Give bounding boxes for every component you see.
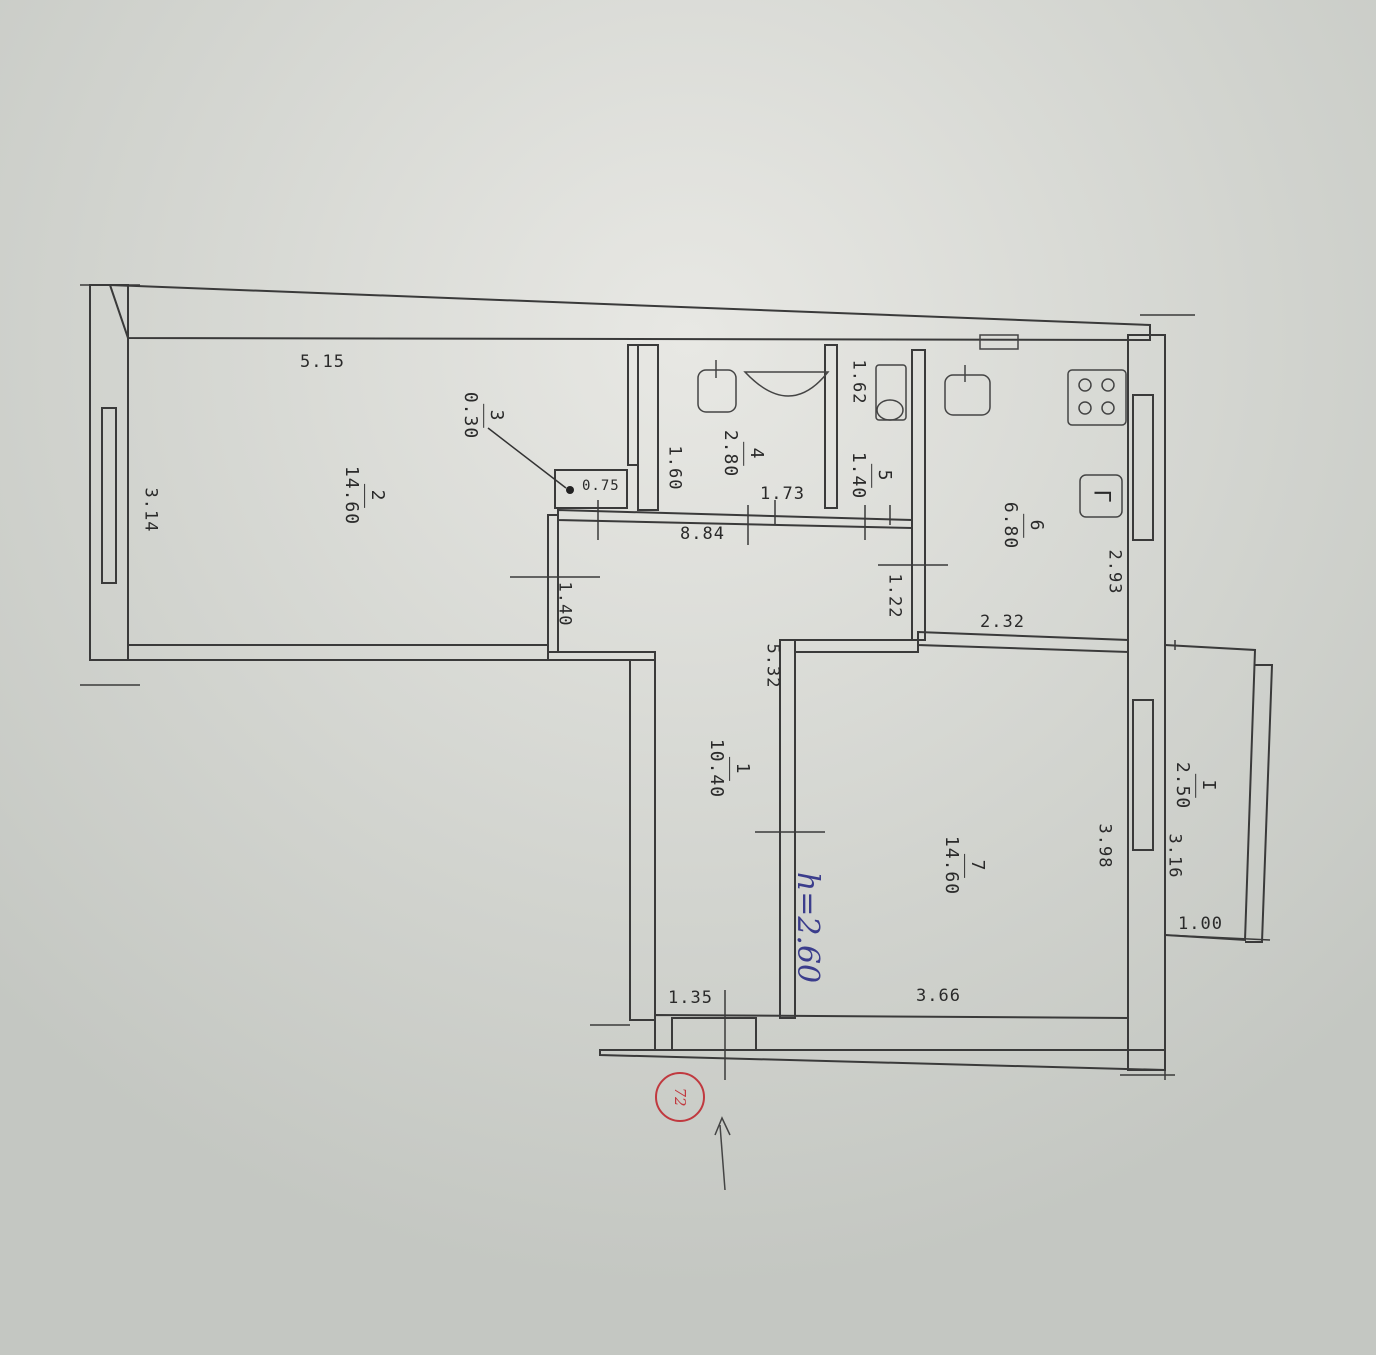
- outer-wall-top: [108, 283, 1151, 342]
- dim-2-93: 2.93: [1104, 549, 1125, 595]
- dim-3-66: 3.66: [916, 986, 961, 1006]
- wc-bowl: [876, 399, 904, 421]
- dim-1-22: 1.22: [884, 573, 905, 619]
- dim-8-84: 8.84: [680, 524, 725, 544]
- dim-0-75: 0.75: [582, 478, 620, 494]
- wall-wc-kitchen: [911, 349, 926, 641]
- stove: [1067, 369, 1127, 426]
- dim-1-60: 1.60: [664, 445, 685, 491]
- ceiling-height-note: h=2.60: [790, 871, 826, 984]
- room3-dot: [566, 486, 574, 494]
- wall-room7-top: [794, 639, 919, 653]
- dim-5-32: 5.32: [762, 643, 783, 689]
- gas-meter: [1079, 474, 1123, 518]
- dim-5-15: 5.15: [300, 352, 345, 372]
- wall-bath-wc: [824, 344, 838, 509]
- dim-3-98: 3.98: [1094, 823, 1115, 869]
- stove-symbol: Г: [1088, 489, 1114, 504]
- dim-1-73: 1.73: [760, 484, 805, 504]
- wall-bath-top: [637, 344, 659, 511]
- balcony-rail: [1245, 664, 1274, 943]
- bath-sink: [697, 369, 737, 413]
- dim-1-35: 1.35: [668, 988, 713, 1008]
- dim-3-14: 3.14: [140, 487, 161, 533]
- archive-stamp: 72: [655, 1072, 705, 1122]
- wall-room2-right: [547, 514, 559, 653]
- wall-room2-hall-top: [547, 651, 656, 661]
- wall-room7-left: [779, 639, 796, 1019]
- wall-bottom-inner: [654, 1013, 1129, 1051]
- wall-hall-top: [557, 508, 913, 530]
- dim-3-16: 3.16: [1164, 833, 1185, 879]
- vent: [979, 334, 1019, 350]
- dim-1-40-door: 1.40: [554, 581, 575, 627]
- dim-1-00: 1.00: [1178, 914, 1223, 934]
- kitchen-sink: [944, 374, 991, 416]
- entrance-door: [671, 1017, 757, 1051]
- window-left: [101, 407, 117, 584]
- room3-niche: [554, 469, 628, 509]
- window-room7: [1132, 699, 1154, 851]
- dim-2-32: 2.32: [980, 612, 1025, 632]
- shower-arc: [743, 371, 830, 397]
- window-kitchen: [1132, 394, 1154, 541]
- dim-1-62: 1.62: [848, 359, 869, 405]
